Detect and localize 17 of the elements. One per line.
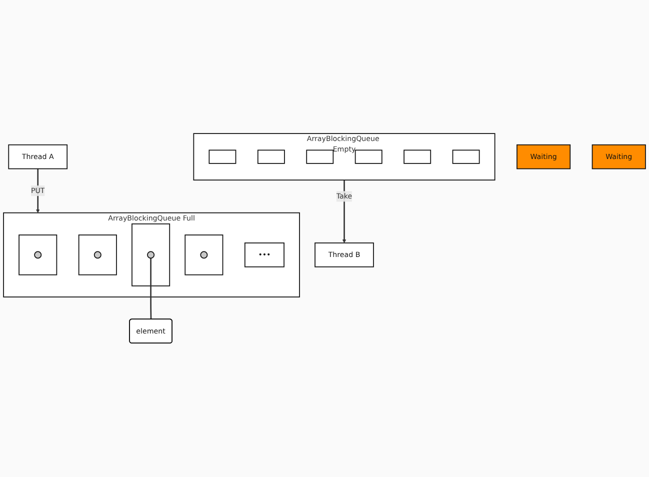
node-box [306, 150, 334, 164]
cluster [78, 234, 117, 276]
node-box [404, 150, 432, 164]
cluster [18, 234, 58, 276]
node-circle [94, 251, 102, 259]
node-box [452, 150, 480, 164]
node-circle [147, 251, 155, 259]
node-box [257, 150, 285, 164]
cluster [132, 224, 170, 287]
connector [150, 258, 152, 320]
arrow [342, 180, 346, 244]
node-box [208, 150, 236, 164]
node-circle [200, 251, 208, 259]
node-box [354, 150, 382, 164]
arrow [36, 168, 40, 214]
node-circle [34, 251, 42, 259]
cluster [184, 234, 224, 276]
